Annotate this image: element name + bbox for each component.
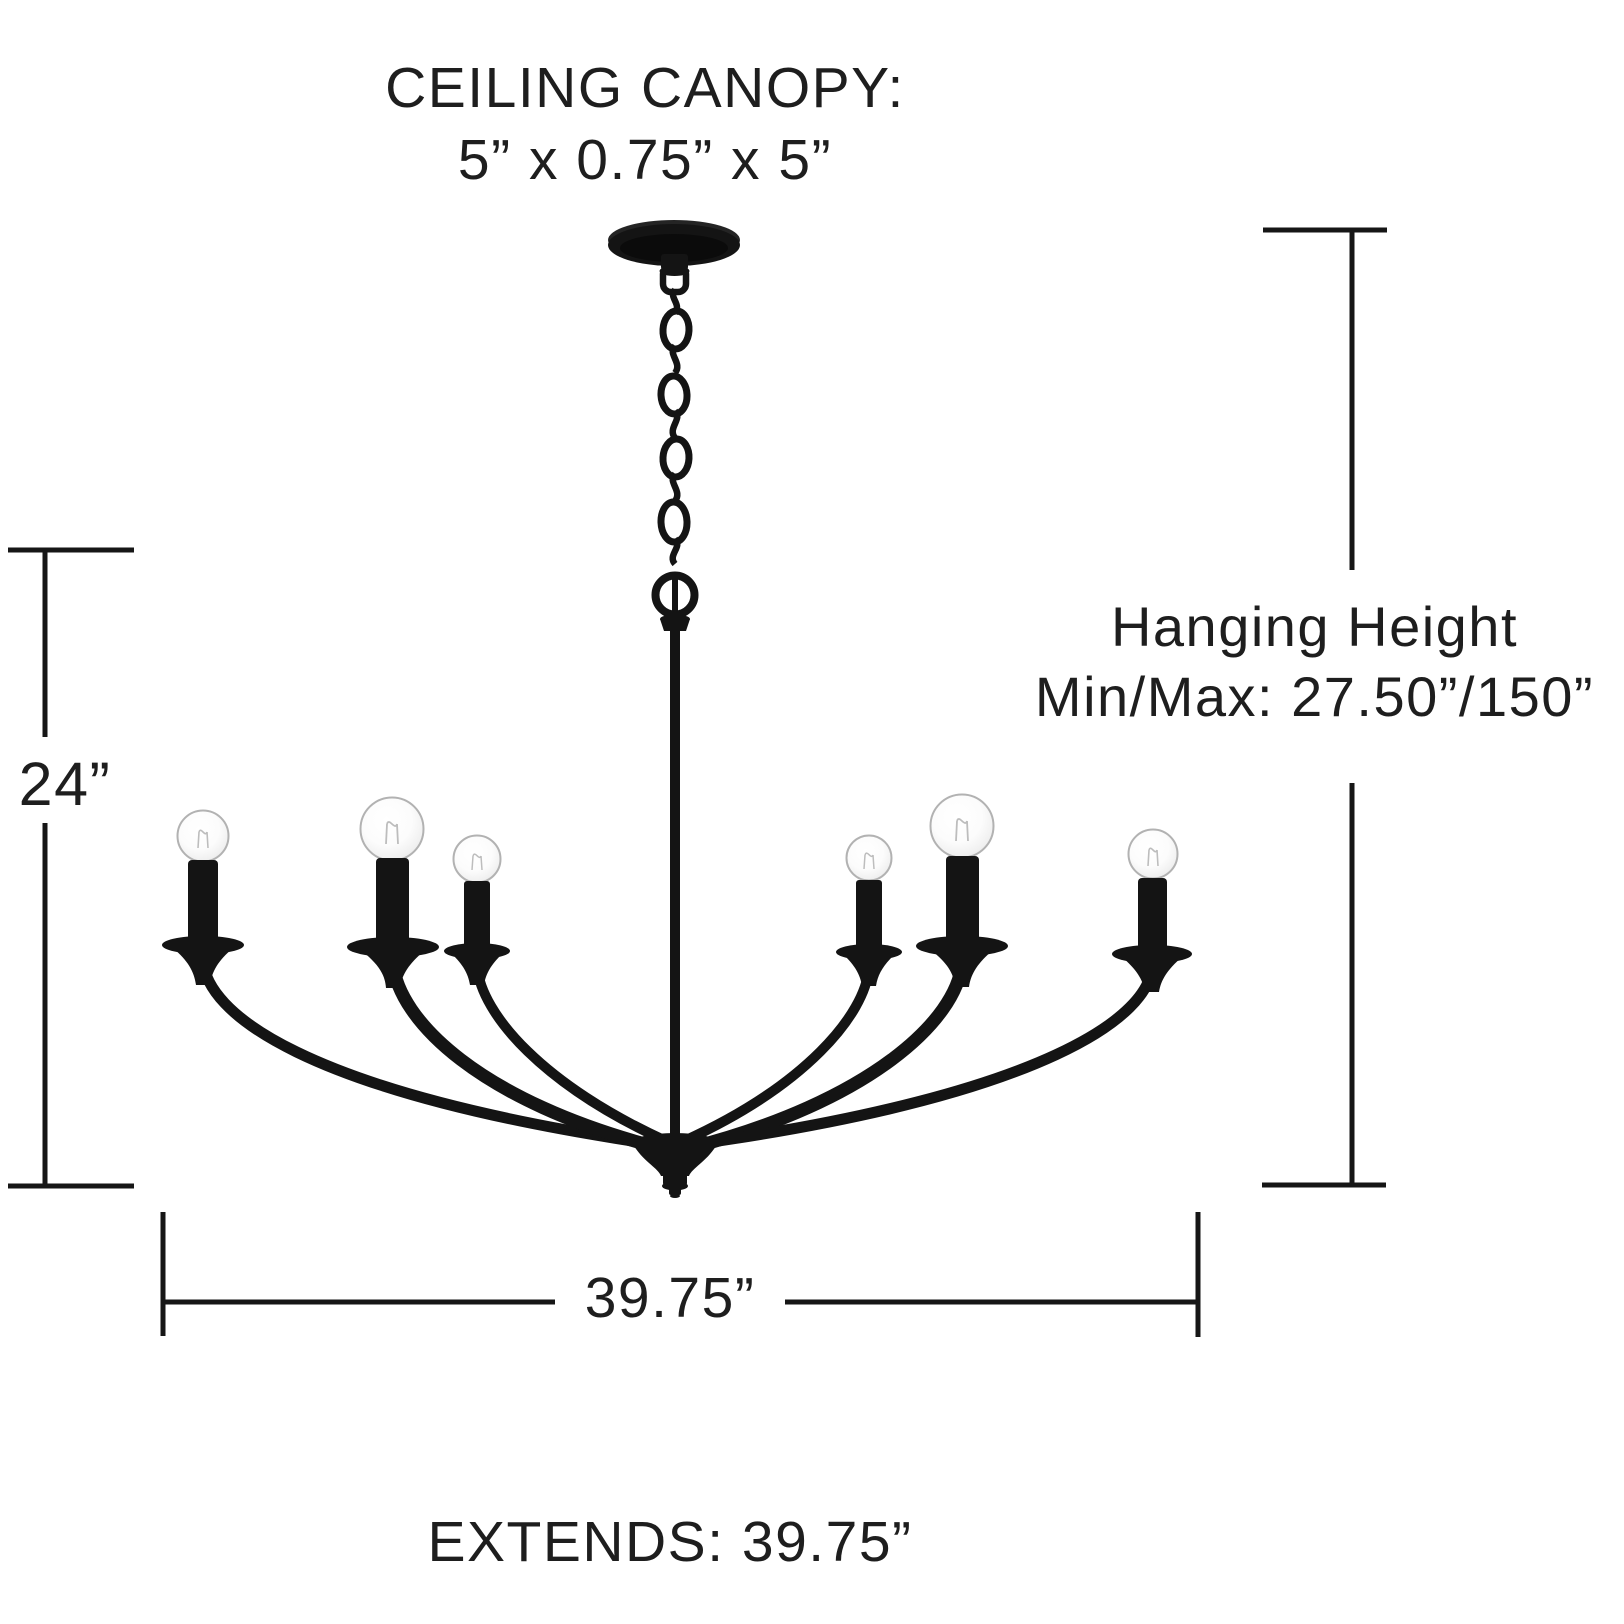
candle-sleeve-3 bbox=[464, 881, 490, 953]
bulb-filament-1 bbox=[197, 829, 209, 849]
candle-3 bbox=[444, 834, 510, 985]
canopy-dimension-label-line1: CEILING CANOPY: bbox=[385, 56, 905, 120]
dimension-lines bbox=[8, 227, 1387, 1337]
center-rod bbox=[660, 614, 690, 1151]
candle-sleeve-6 bbox=[1138, 878, 1167, 955]
candle-sleeve-2 bbox=[376, 858, 409, 946]
bulb-5 bbox=[929, 793, 995, 859]
candle-6 bbox=[1112, 828, 1192, 992]
bulb-filament-2 bbox=[385, 821, 399, 845]
canopy-dimension-label-line2: 5” x 0.75” x 5” bbox=[457, 128, 833, 192]
hanging-height-label-line2: Min/Max: 27.50”/150” bbox=[1034, 665, 1595, 728]
bulb-filament-3 bbox=[471, 853, 483, 871]
bulb-1 bbox=[176, 809, 230, 863]
hanging-height-label-line1: Hanging Height bbox=[1110, 595, 1519, 658]
bulb-2 bbox=[359, 796, 425, 862]
height-dimension-line bbox=[8, 547, 134, 1189]
candle-sleeve-1 bbox=[188, 860, 218, 944]
candle-5 bbox=[916, 793, 1008, 987]
bulb-filament-4 bbox=[863, 852, 875, 870]
center-hub bbox=[632, 1133, 718, 1198]
chandelier-illustration bbox=[162, 220, 1192, 1198]
hanging-chain bbox=[657, 262, 693, 567]
candle-2 bbox=[347, 796, 439, 988]
bulb-filament-5 bbox=[955, 818, 969, 842]
arm-right-outer bbox=[692, 960, 1158, 1150]
arm-left-outer bbox=[197, 954, 658, 1150]
ceiling-canopy bbox=[608, 220, 740, 276]
hanging-height-label: Hanging Height Min/Max: 27.50”/150” bbox=[1005, 592, 1624, 732]
hanging-ring bbox=[651, 571, 699, 619]
width-dimension-label: 39.75” bbox=[584, 1266, 756, 1330]
width-dimension-line bbox=[160, 1212, 1201, 1337]
arm-right-front bbox=[683, 956, 969, 1155]
bulb-6 bbox=[1127, 828, 1179, 880]
candle-sleeve-4 bbox=[856, 880, 882, 953]
bulb-4 bbox=[845, 834, 893, 882]
candles bbox=[162, 793, 1192, 992]
bulb-3 bbox=[452, 834, 502, 884]
candle-1 bbox=[162, 809, 244, 985]
bulb-filament-6 bbox=[1147, 847, 1159, 867]
arm-left-back bbox=[472, 961, 671, 1146]
canopy-dimension-label: CEILING CANOPY: 5” x 0.75” x 5” bbox=[275, 52, 1015, 196]
candle-4 bbox=[836, 834, 902, 986]
candle-sleeve-5 bbox=[946, 856, 979, 946]
height-dimension-label: 24” bbox=[18, 750, 112, 818]
extends-dimension-label: EXTENDS: 39.75” bbox=[427, 1510, 913, 1574]
arm-right-back bbox=[679, 963, 874, 1146]
hanging-height-dimension-line bbox=[1262, 227, 1387, 1188]
